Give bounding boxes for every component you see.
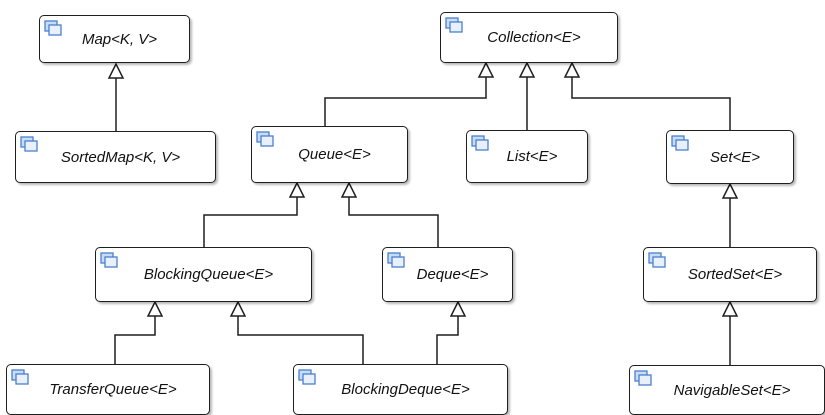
edge-queue-to-collection <box>324 77 487 126</box>
interface-icon <box>44 20 62 36</box>
interface-icon <box>11 369 29 385</box>
interface-icon <box>648 252 666 268</box>
node-queue[interactable]: Queue<E> <box>251 126 408 183</box>
interface-icon <box>298 369 316 385</box>
inheritance-arrowhead <box>288 181 306 198</box>
node-blocking-deque[interactable]: BlockingDeque<E> <box>293 364 508 415</box>
node-set[interactable]: Set<E> <box>666 130 794 184</box>
inheritance-arrowhead <box>107 62 125 79</box>
node-list[interactable]: List<E> <box>466 130 588 183</box>
edge-blockingdeque-to-deque <box>436 316 459 364</box>
edge-blockingqueue-to-queue <box>203 197 298 247</box>
node-map[interactable]: Map<K, V> <box>39 15 190 63</box>
interface-icon <box>671 135 689 151</box>
node-deque[interactable]: Deque<E> <box>382 247 513 302</box>
inheritance-arrowhead <box>563 61 581 78</box>
interface-icon <box>471 135 489 151</box>
node-label: Collection<E> <box>487 29 581 46</box>
interface-icon <box>20 136 38 152</box>
inheritance-arrowhead <box>340 181 358 198</box>
interface-icon <box>634 370 652 386</box>
edge-set-to-collection <box>571 77 731 130</box>
inheritance-arrowhead <box>721 300 739 317</box>
node-label: List<E> <box>506 148 558 165</box>
node-sorted-map[interactable]: SortedMap<K, V> <box>15 131 216 183</box>
node-label: Deque<E> <box>416 266 489 283</box>
node-label: Set<E> <box>709 148 761 166</box>
node-collection[interactable]: Collection<E> <box>440 12 618 63</box>
node-label: TransferQueue<E> <box>49 381 177 398</box>
inheritance-arrowhead <box>518 61 536 78</box>
node-transfer-queue[interactable]: TransferQueue<E> <box>6 364 210 415</box>
node-blocking-queue[interactable]: BlockingQueue<E> <box>95 247 312 302</box>
inheritance-arrowhead <box>477 61 495 78</box>
node-label: SortedSet<E> <box>687 266 783 283</box>
interface-icon <box>445 17 463 33</box>
node-label: Queue<E> <box>298 146 371 163</box>
node-label: NavigableSet<E> <box>673 381 791 399</box>
inheritance-arrowhead <box>449 300 467 317</box>
node-label: BlockingQueue<E> <box>143 266 274 283</box>
node-navigable-set[interactable]: NavigableSet<E> <box>629 365 825 415</box>
node-label: BlockingDeque<E> <box>341 381 470 398</box>
interface-icon <box>387 252 405 268</box>
inheritance-arrowhead <box>721 182 739 199</box>
interface-icon <box>100 252 118 268</box>
node-sorted-set[interactable]: SortedSet<E> <box>643 247 817 302</box>
interface-icon <box>256 131 274 147</box>
node-label: SortedMap<K, V> <box>60 148 181 166</box>
edge-transferqueue-to-blockingqueue <box>114 316 156 364</box>
edge-deque-to-queue <box>348 197 439 247</box>
node-label: Map<K, V> <box>81 30 158 48</box>
inheritance-arrowhead <box>146 300 164 317</box>
edge-blockingdeque-to-blockingqueue <box>237 316 364 364</box>
inheritance-arrowhead <box>229 300 247 317</box>
